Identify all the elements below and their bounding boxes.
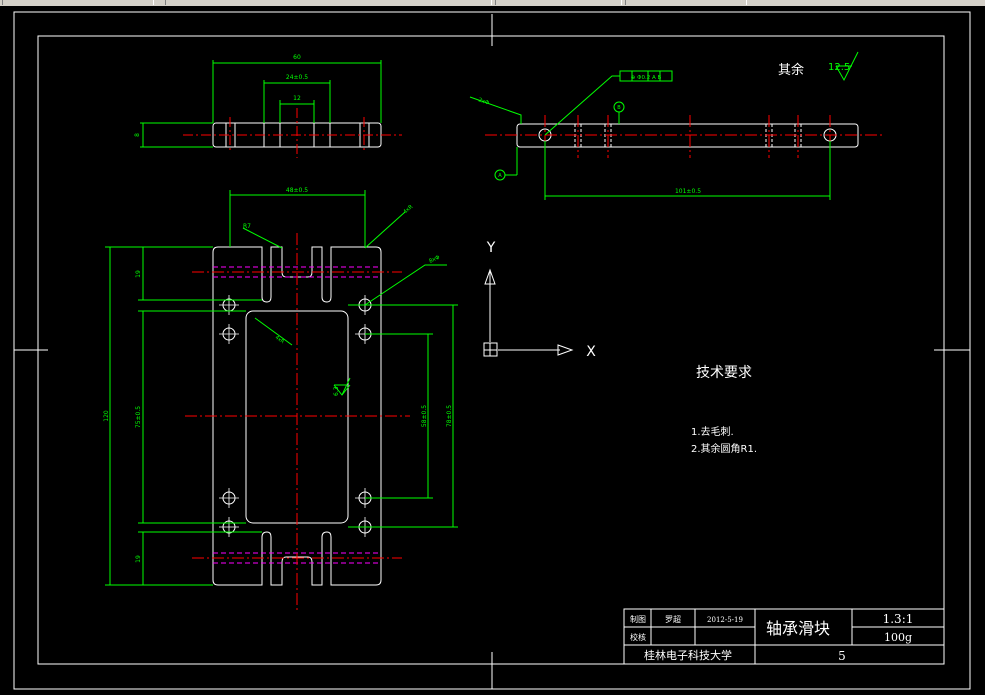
window-top-strip [0, 0, 985, 6]
radius-label: R7 [243, 223, 251, 230]
dim-top-slot: 19 [135, 270, 142, 278]
tb-weight: 100g [884, 631, 912, 644]
dim-inner-width: 12 [293, 95, 301, 102]
dim-hole-spacing-vertical: 58±0.5 [421, 405, 428, 427]
tb-draw-name: 罗超 [665, 614, 681, 624]
roughness-other-label: 其余 [778, 62, 804, 78]
roughness-other-value: 12.5 [828, 62, 850, 73]
dim-hole-spacing: 101±0.5 [675, 188, 701, 195]
tb-draw-date: 2012-5-19 [707, 616, 743, 624]
dim-total-height: 120 [103, 410, 110, 422]
dim-bottom-slot: 19 [135, 555, 142, 563]
title-block[interactable] [623, 608, 945, 665]
tb-check-label: 校核 [630, 632, 646, 642]
dim-top-width: 48±0.5 [286, 187, 308, 194]
datum-a-label: A [498, 173, 502, 179]
ucs-y-label: Y [486, 240, 496, 256]
holes-leader: 8xΦ [428, 254, 441, 264]
requirement-item: 1.去毛刺. [691, 426, 734, 438]
front-view[interactable]: 48±0.5 120 19 19 75±0.5 58±0.5 78±0.5 R7… [103, 187, 458, 612]
dim-overall-width: 60 [293, 54, 301, 61]
toolbar-segment[interactable] [495, 0, 622, 5]
centering-marks [14, 14, 970, 689]
dim-thickness: 8 [134, 133, 141, 137]
corner-radius-leader: 4xR [402, 204, 414, 216]
roughness-symbol-icon [835, 51, 859, 82]
ucs-icon [483, 268, 574, 357]
ucs-x-label: X [586, 344, 596, 360]
dim-pocket-height: 75±0.5 [135, 406, 142, 428]
toolbar-segment[interactable] [625, 0, 747, 5]
tb-part-name: 轴承滑块 [766, 619, 830, 638]
requirements-title: 技术要求 [696, 365, 752, 381]
leader-label-holes: 2xΦ [477, 97, 490, 107]
dim-outer-hole-spacing: 78±0.5 [446, 405, 453, 427]
inner-radius-leader: 4xR [274, 335, 286, 346]
tb-draw-label: 制图 [630, 614, 646, 624]
tb-scale: 1.3:1 [883, 612, 914, 626]
dim-mid-width: 24±0.5 [286, 74, 308, 81]
top-view[interactable]: 60 24±0.5 12 8 [134, 54, 402, 158]
side-view[interactable]: ⊕ Φ0.2 A B 2xΦ B A 101±0.5 [469, 70, 885, 200]
datum-b-label: B [617, 105, 621, 111]
front-view-outline [212, 246, 382, 586]
requirement-item: 2.其余圆角R1. [691, 442, 757, 455]
position-tolerance-frame: ⊕ Φ0.2 A B [631, 75, 662, 81]
toolbar-segment[interactable] [165, 0, 492, 5]
toolbar-segment[interactable] [2, 0, 154, 5]
tb-school: 桂林电子科技大学 [644, 648, 732, 662]
tb-sheet-number: 5 [838, 649, 846, 663]
general-roughness: 其余 12.5 [778, 51, 859, 82]
surface-roughness-value: 6.3 [333, 386, 340, 396]
